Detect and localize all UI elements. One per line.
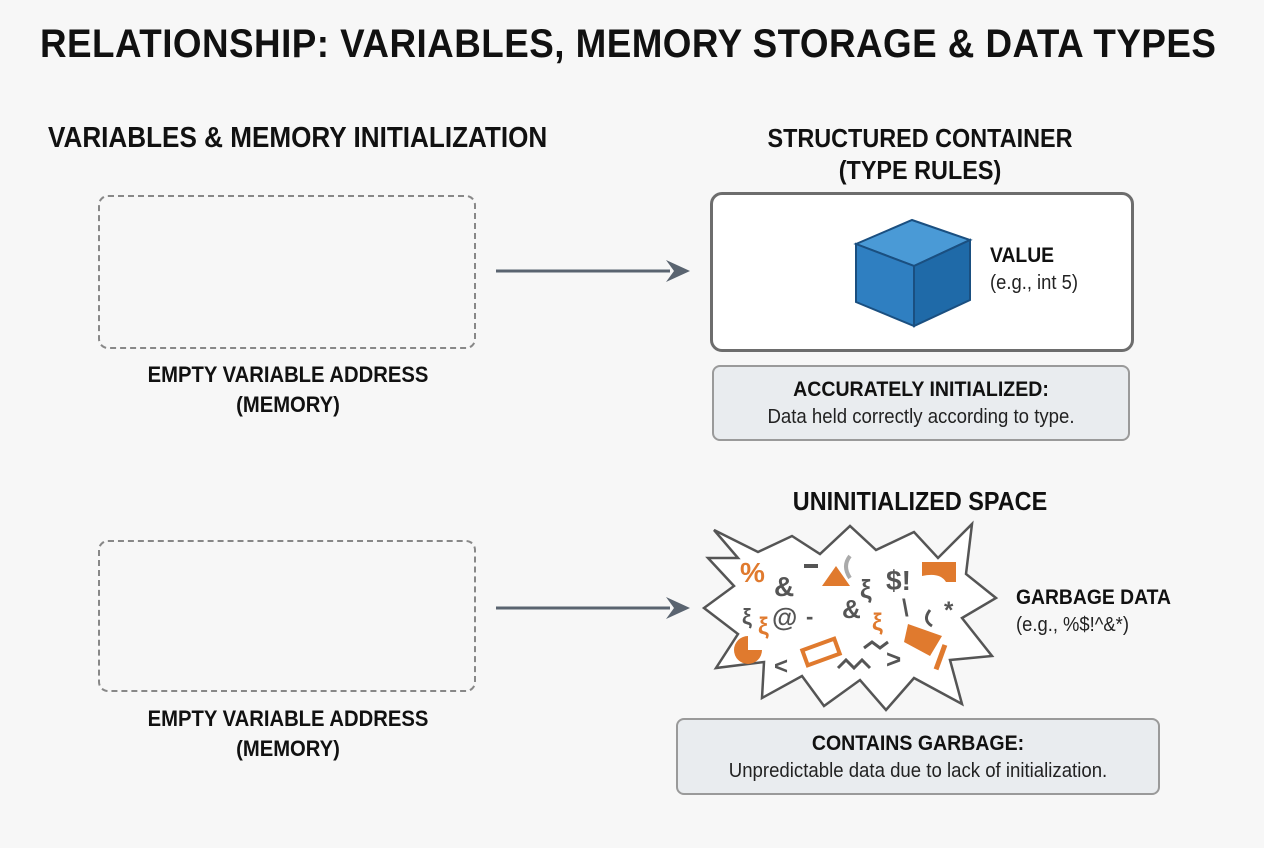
- empty-memory-slot-top: [98, 195, 476, 349]
- svg-text:*: *: [944, 597, 954, 624]
- note-accurately-initialized: ACCURATELY INITIALIZED: Data held correc…: [712, 365, 1130, 441]
- note-top-title: ACCURATELY INITIALIZED:: [793, 378, 1049, 401]
- garbage-burst-icon: % & ξ $! ξ @ - & ξ \ * ξ < >: [701, 520, 999, 712]
- svg-text:ξ: ξ: [742, 604, 752, 629]
- section-heading-initialization: VARIABLES & MEMORY INITIALIZATION: [48, 122, 548, 154]
- svg-text:ξ: ξ: [860, 574, 872, 604]
- note-top-text: Data held correctly according to type.: [767, 406, 1075, 428]
- svg-text:<: <: [774, 653, 788, 680]
- memory-caption-top-line1: EMPTY VARIABLE ADDRESS: [147, 362, 429, 387]
- svg-text:%: %: [740, 557, 765, 588]
- memory-caption-bottom-line2: (MEMORY): [236, 736, 340, 761]
- container-heading-line1: STRUCTURED CONTAINER: [767, 123, 1073, 153]
- note-bottom-text: Unpredictable data due to lack of initia…: [728, 760, 1108, 782]
- svg-text:$!: $!: [886, 565, 911, 596]
- memory-caption-top: EMPTY VARIABLE ADDRESS (MEMORY): [113, 360, 463, 420]
- svg-text:@: @: [772, 602, 797, 632]
- arrow-bottom: [496, 597, 690, 619]
- svg-text:>: >: [886, 644, 901, 674]
- cube-icon: [853, 218, 973, 328]
- value-example: (e.g., int 5): [990, 272, 1078, 294]
- note-bottom-title: CONTAINS GARBAGE:: [811, 732, 1025, 755]
- garbage-example: (e.g., %$!^&*): [1016, 614, 1129, 636]
- empty-memory-slot-bottom: [98, 540, 476, 692]
- garbage-label: GARBAGE DATA: [1016, 586, 1171, 609]
- value-label: VALUE: [990, 244, 1055, 267]
- svg-text:&: &: [774, 571, 794, 602]
- memory-caption-bottom-line1: EMPTY VARIABLE ADDRESS: [147, 706, 429, 731]
- container-heading: STRUCTURED CONTAINER (TYPE RULES): [722, 122, 1118, 186]
- svg-text:-: -: [806, 604, 813, 629]
- container-heading-line2: (TYPE RULES): [838, 155, 1002, 185]
- svg-text:ξ: ξ: [872, 609, 883, 636]
- svg-text:ξ: ξ: [758, 613, 769, 640]
- page-title: RELATIONSHIP: VARIABLES, MEMORY STORAGE …: [40, 22, 1217, 66]
- note-contains-garbage: CONTAINS GARBAGE: Unpredictable data due…: [676, 718, 1160, 795]
- svg-text:\: \: [902, 595, 909, 622]
- svg-text:&: &: [842, 594, 861, 624]
- memory-caption-bottom: EMPTY VARIABLE ADDRESS (MEMORY): [113, 704, 463, 764]
- memory-caption-top-line2: (MEMORY): [236, 392, 340, 417]
- uninitialized-space-heading: UNINITIALIZED SPACE: [792, 486, 1048, 516]
- arrow-top: [496, 260, 690, 282]
